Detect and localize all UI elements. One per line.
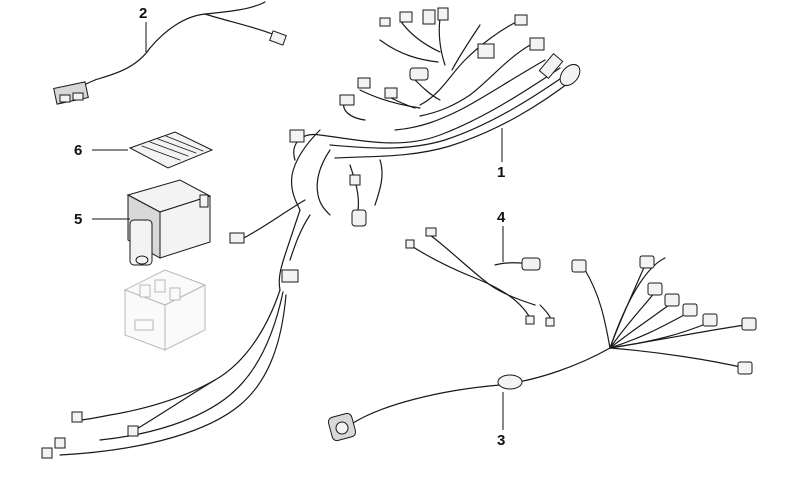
callout-6: 6 [74, 142, 83, 159]
part-5-relay [126, 179, 212, 266]
callout-3: 3 [497, 432, 506, 449]
callout-5: 5 [74, 211, 83, 228]
part-4-lead [405, 227, 555, 327]
relay-socket-ghost [123, 269, 207, 351]
leader-lines [92, 22, 504, 430]
callout-1: 1 [497, 164, 506, 181]
part-6-pad [128, 131, 214, 169]
callout-4: 4 [497, 209, 506, 226]
part-2-lead [53, 1, 287, 105]
part-1-main-harness [41, 7, 581, 459]
callout-2: 2 [139, 5, 148, 22]
part-3-harness [327, 255, 757, 442]
